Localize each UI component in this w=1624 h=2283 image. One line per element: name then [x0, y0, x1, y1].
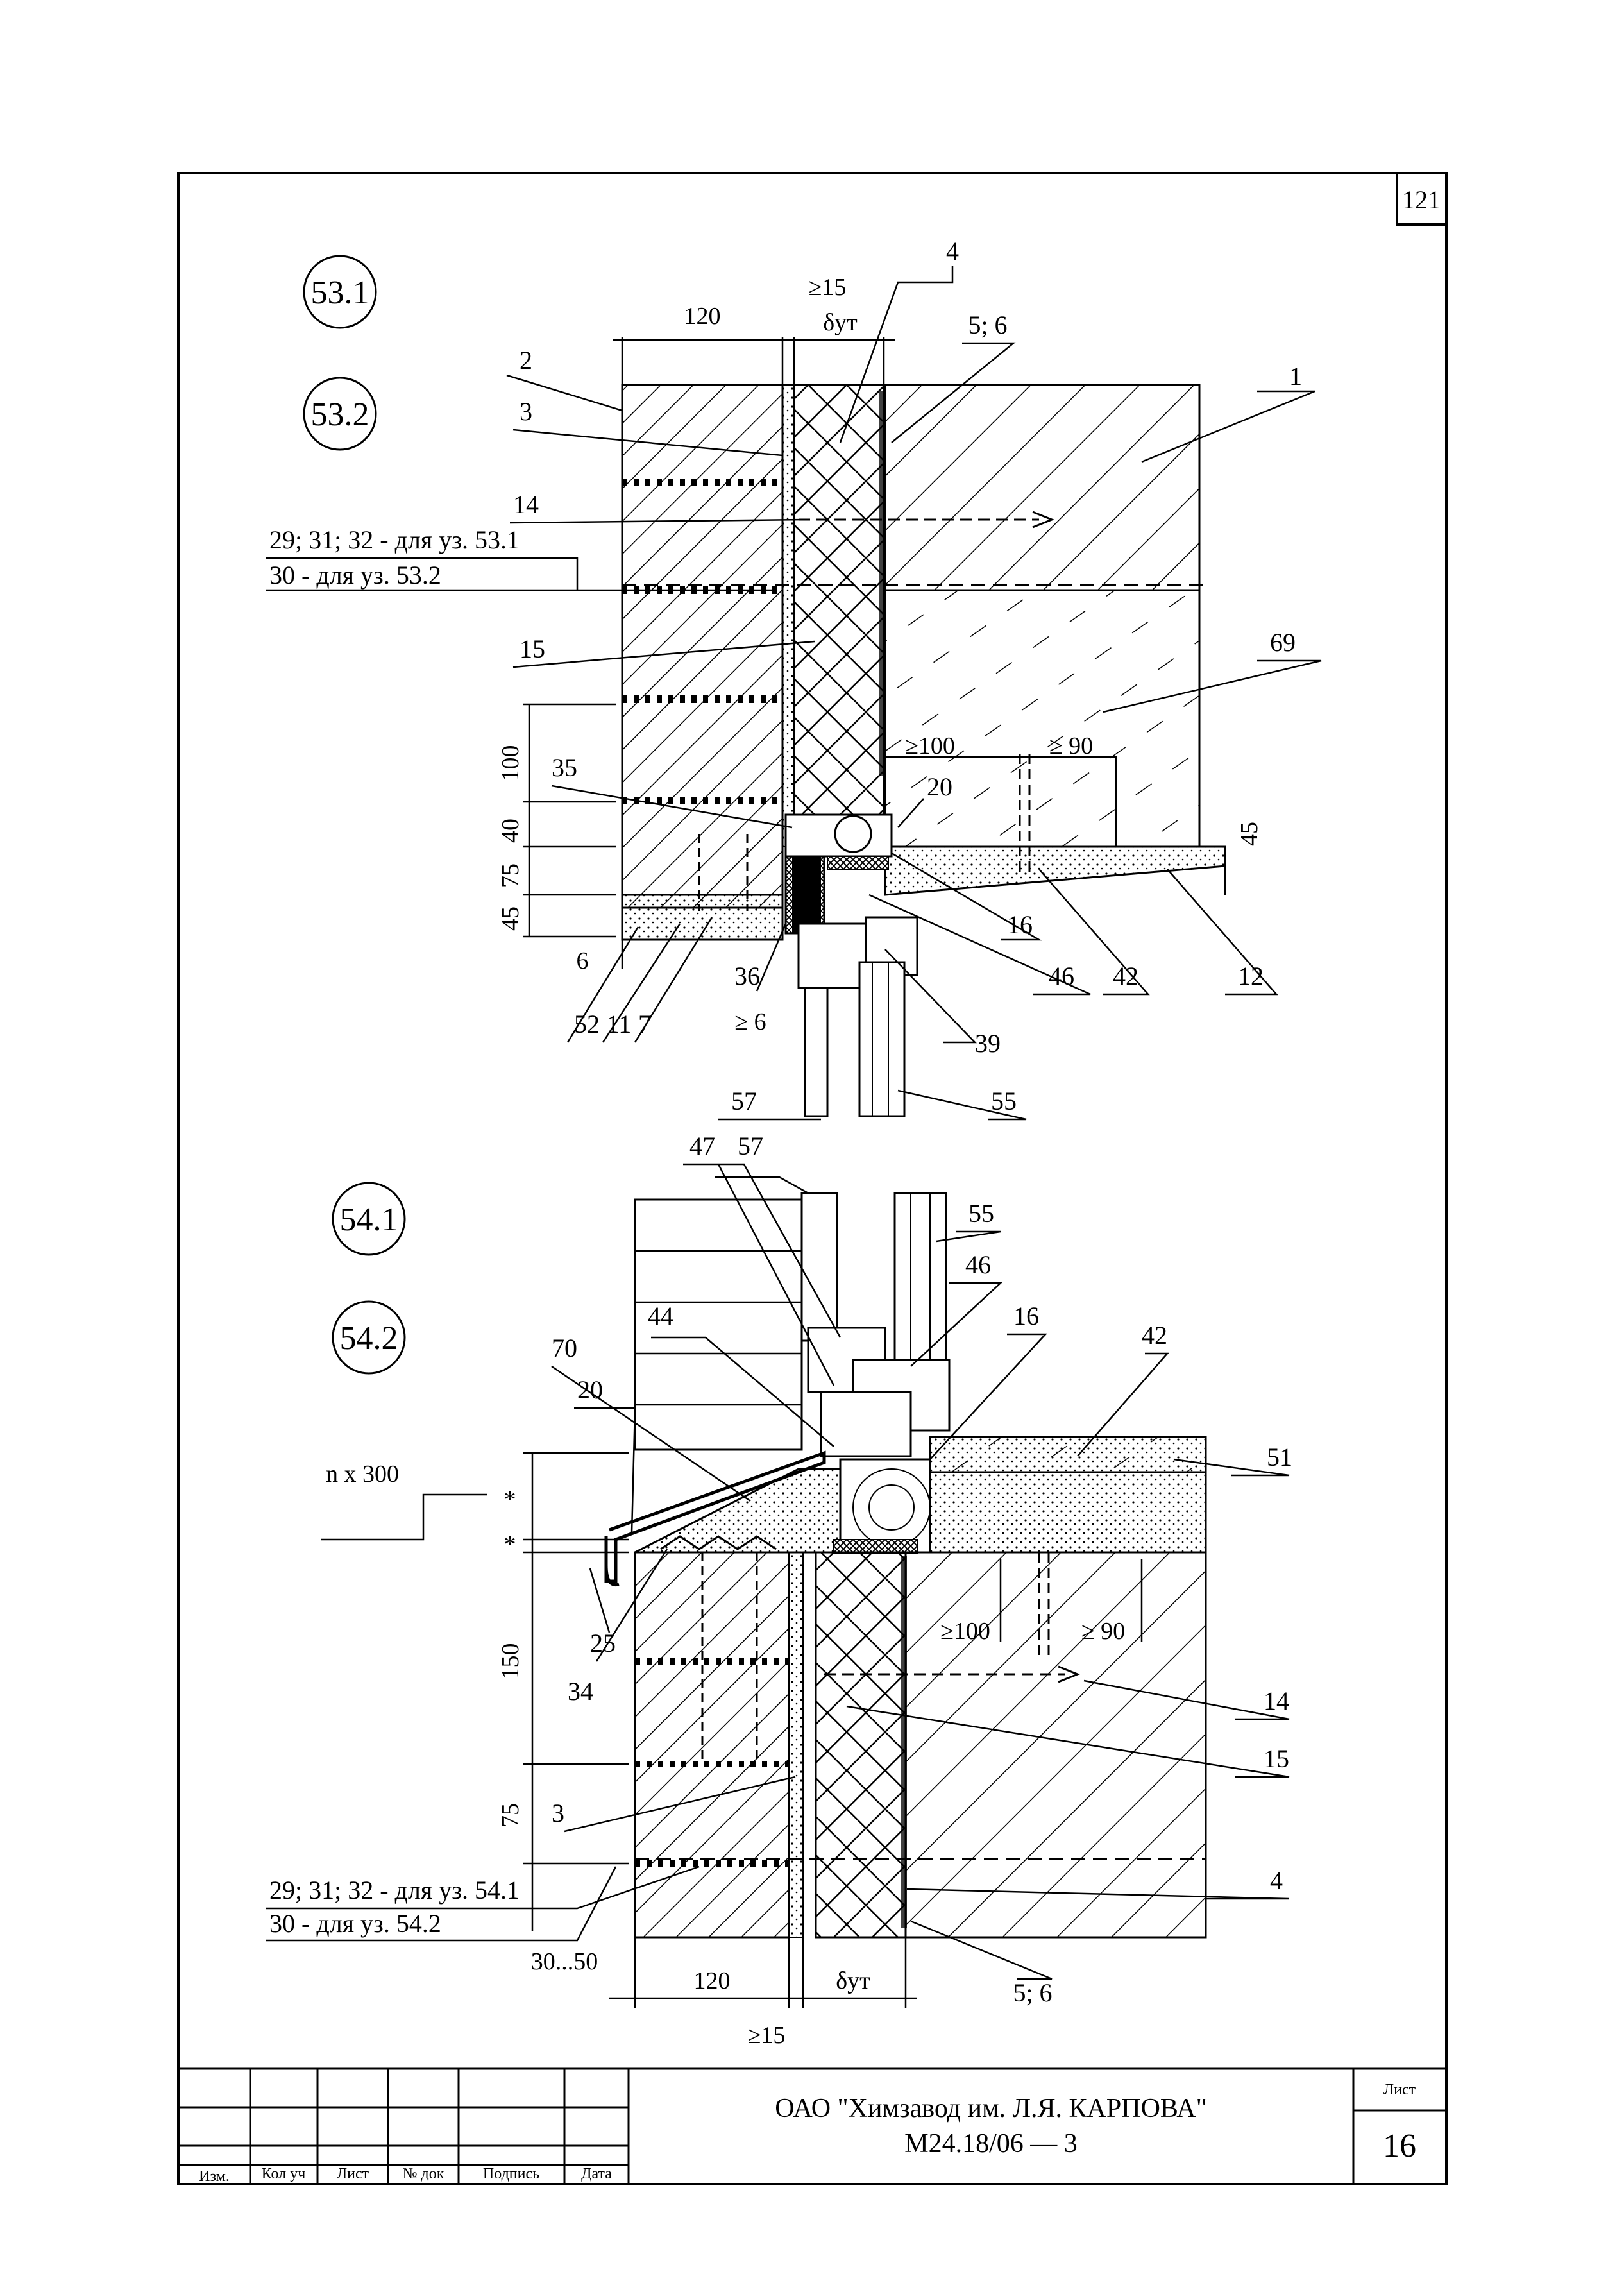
stamp-col-date: Дата [581, 2166, 612, 2182]
bottom-dim-30-50: 30...50 [531, 1948, 598, 1975]
bottom-label-70: 70 [552, 1334, 577, 1362]
bottom-note-54-1: 29; 31; 32 - для уз. 54.1 [269, 1876, 520, 1905]
top-dim-40: 40 [497, 819, 524, 843]
top-label-57: 57 [731, 1087, 757, 1116]
top-dim-ge6: ≥ 6 [734, 1008, 766, 1035]
top-label-12: 12 [1238, 962, 1264, 990]
bottom-dim-ge15: ≥15 [748, 2022, 786, 2049]
stamp-sheet-number: 16 [1383, 2128, 1416, 2164]
top-leaders [266, 266, 1322, 1121]
bottom-label-5-6: 5; 6 [1013, 1978, 1052, 2007]
bottom-label-55: 55 [968, 1199, 994, 1228]
top-label-2: 2 [520, 346, 532, 375]
bottom-section [604, 1192, 1207, 1939]
bottom-dim-star-2: * [504, 1531, 516, 1558]
bottom-label-14: 14 [1264, 1686, 1289, 1715]
top-dim-ge90: ≥ 90 [1049, 733, 1093, 760]
top-label-11: 11 [607, 1010, 632, 1039]
bottom-label-15: 15 [1264, 1744, 1289, 1773]
bottom-label-25: 25 [590, 1629, 616, 1658]
bottom-label-57: 57 [738, 1132, 763, 1160]
bottom-dim-star-1: * [504, 1486, 516, 1513]
top-dim-ge100: ≥100 [905, 733, 955, 760]
bottom-dim-delta: δут [836, 1967, 870, 1994]
top-label-46: 46 [1049, 962, 1074, 990]
top-dim-45-left: 45 [497, 906, 524, 931]
stamp-company: ОАО "Химзавод им. Л.Я. КАРПОВА" [775, 2094, 1207, 2123]
top-label-39: 39 [975, 1029, 1001, 1058]
bottom-label-47: 47 [689, 1132, 715, 1160]
stamp-doc-code: М24.18/06 — 3 [904, 2129, 1078, 2159]
stamp-col-list: Лист [337, 2166, 369, 2182]
top-label-42: 42 [1113, 962, 1138, 990]
top-dim-delta: δут [823, 309, 858, 336]
top-label-3: 3 [520, 397, 532, 426]
node-53-1-marker: 53.1 [303, 255, 377, 329]
top-label-4: 4 [946, 237, 959, 266]
bottom-leaders [266, 1163, 1290, 1980]
svg-text:53.1: 53.1 [311, 275, 369, 311]
svg-text:54.1: 54.1 [340, 1201, 398, 1238]
stamp-col-doc: № док [403, 2166, 444, 2182]
top-label-69: 69 [1270, 628, 1296, 657]
top-label-52: 52 [574, 1010, 600, 1039]
node-54-2-marker: 54.2 [332, 1300, 406, 1375]
top-label-14: 14 [513, 490, 539, 519]
bottom-label-20: 20 [577, 1375, 603, 1404]
node-53-2-marker: 53.2 [303, 377, 377, 451]
top-dim-100: 100 [497, 745, 524, 782]
bottom-label-16: 16 [1013, 1302, 1039, 1330]
top-note-53-1: 29; 31; 32 - для уз. 53.1 [269, 525, 520, 554]
bottom-dim-150: 150 [497, 1643, 524, 1680]
sheet-frame [177, 172, 1448, 2185]
title-block [178, 2067, 1446, 2184]
top-dim-75: 75 [497, 863, 524, 888]
bottom-label-46: 46 [965, 1250, 991, 1279]
top-dim-6: 6 [577, 947, 589, 974]
corner-number-box [1396, 172, 1448, 226]
bottom-dim-75: 75 [497, 1803, 524, 1828]
bottom-label-44: 44 [648, 1302, 673, 1330]
top-label-1: 1 [1289, 362, 1302, 391]
top-dim-45-right: 45 [1236, 822, 1263, 846]
stamp-col-kol-uch: Кол уч [262, 2166, 306, 2182]
stamp-col-signature: Подпись [483, 2166, 539, 2182]
top-label-20: 20 [927, 772, 952, 801]
bottom-label-51: 51 [1267, 1443, 1292, 1472]
top-label-5-6: 5; 6 [968, 310, 1007, 339]
top-label-15: 15 [520, 634, 545, 663]
top-label-7: 7 [638, 1010, 651, 1039]
top-label-16: 16 [1007, 910, 1033, 939]
stamp-col-izm: Изм. [199, 2168, 230, 2185]
top-dimensions [523, 337, 1226, 969]
stamp-sheet-label: Лист [1383, 2082, 1416, 2098]
top-label-35: 35 [552, 753, 577, 782]
corner-sheet-number: 121 [1402, 185, 1441, 214]
bottom-dim-ge100: ≥100 [940, 1618, 990, 1645]
bottom-label-34: 34 [568, 1677, 593, 1706]
svg-text:53.2: 53.2 [311, 396, 369, 433]
bottom-dimensions [321, 1452, 1143, 2008]
top-dim-120: 120 [684, 303, 721, 330]
top-note-53-2: 30 - для уз. 53.2 [269, 561, 441, 590]
bottom-dim-ge90: ≥ 90 [1081, 1618, 1125, 1645]
bottom-label-42: 42 [1142, 1321, 1167, 1350]
bottom-dim-n300: n x 300 [326, 1461, 399, 1488]
bottom-label-4: 4 [1270, 1866, 1283, 1895]
bottom-dim-120: 120 [694, 1967, 731, 1994]
top-label-36: 36 [734, 962, 760, 990]
top-dim-ge15: ≥15 [809, 274, 847, 301]
bottom-label-3: 3 [552, 1799, 564, 1828]
bottom-note-54-2: 30 - для уз. 54.2 [269, 1909, 441, 1938]
node-54-1-marker: 54.1 [332, 1182, 406, 1256]
top-label-55: 55 [991, 1087, 1017, 1116]
svg-text:54.2: 54.2 [340, 1320, 398, 1357]
